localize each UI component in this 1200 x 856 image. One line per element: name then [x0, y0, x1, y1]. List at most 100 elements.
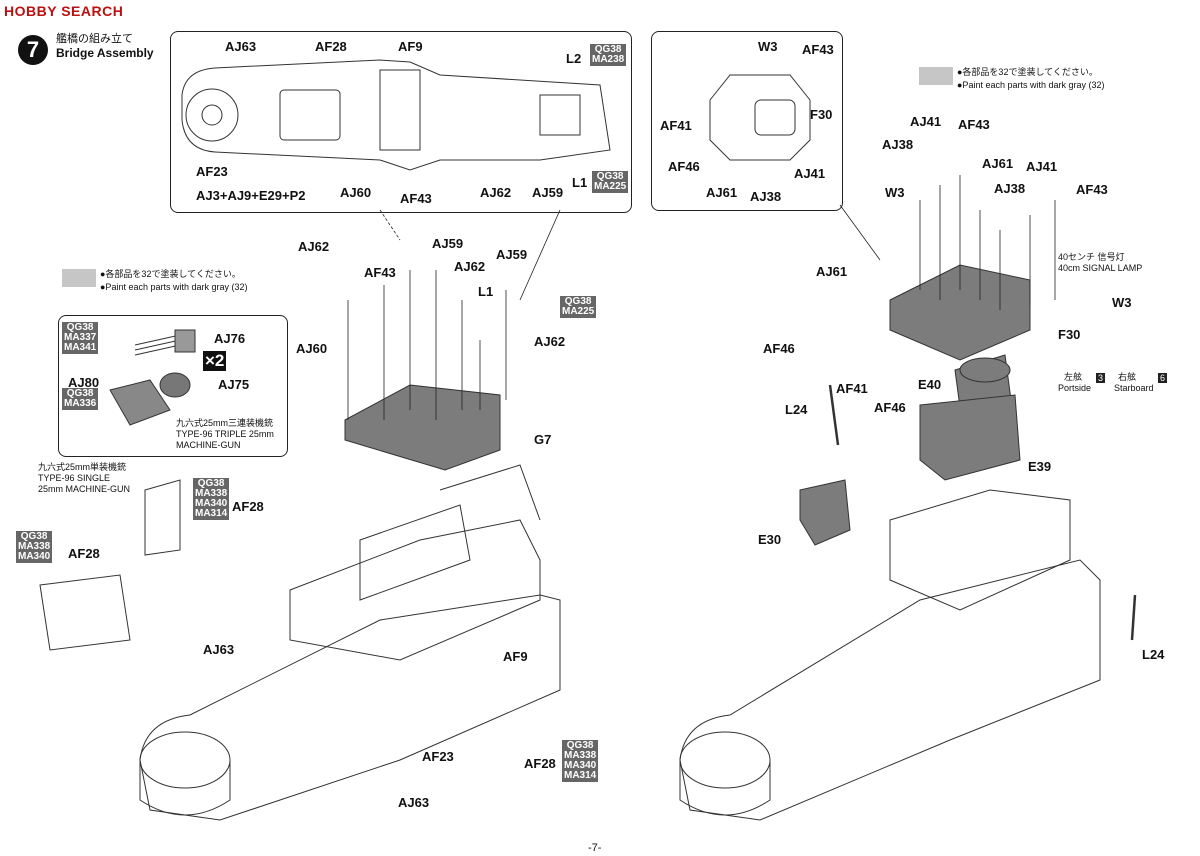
label-aj63-top: AJ63 — [225, 39, 257, 54]
label-aj62-a: AJ62 — [298, 239, 330, 254]
label-aj60-top: AJ60 — [340, 185, 372, 200]
label-l1-left: L1 — [478, 284, 494, 299]
paint-note-jp-right: ●各部品を32で塗装してください。 — [957, 67, 1098, 77]
label-f30-inset: F30 — [810, 107, 833, 122]
label-l2: L2 — [566, 51, 582, 66]
label-af9-top: AF9 — [398, 39, 423, 54]
label-aj63-bottom: AJ63 — [398, 795, 430, 810]
label-af46-r1: AF46 — [763, 341, 795, 356]
right-turret-barbette — [679, 731, 771, 789]
label-aj41-inset: AJ41 — [794, 166, 826, 181]
left-turret-barbette — [139, 731, 231, 789]
label-e30: E30 — [758, 532, 782, 547]
paint-note-en-right: ●Paint each parts with dark gray (32) — [957, 80, 1105, 90]
label-w3-inset: W3 — [758, 39, 778, 54]
signal-deck-plan — [709, 74, 811, 161]
label-g7: G7 — [534, 432, 552, 447]
l24-mast-right — [1130, 594, 1137, 641]
triple-mg-caption-jp: 九六式25mm三連装機銃 — [176, 418, 274, 428]
label-aj3-combo: AJ3+AJ9+E29+P2 — [196, 188, 306, 203]
label-af23-bottom: AF23 — [422, 749, 454, 764]
left-hull — [139, 594, 561, 821]
label-aj41-r2: AJ41 — [1026, 159, 1058, 174]
signal-lamp-jp: 40センチ 信号灯 — [1058, 252, 1125, 262]
label-af43-r2: AF43 — [1076, 182, 1108, 197]
step-number-badge: 7 — [18, 35, 48, 65]
label-af9-bottom: AF9 — [503, 649, 528, 664]
paint-note-jp-left: ●各部品を32で塗装してください。 — [100, 269, 241, 279]
portside-en: Portside — [1058, 383, 1092, 393]
single-mg-base — [39, 574, 131, 651]
bridge-deck-plan — [181, 59, 611, 171]
label-af28-top: AF28 — [315, 39, 347, 54]
left-superstructure — [289, 519, 541, 661]
label-e40: E40 — [918, 377, 942, 392]
inset-box-top-right — [651, 31, 843, 211]
paint-swatch-right — [919, 67, 953, 85]
label-aj61-r2: AJ61 — [816, 264, 848, 279]
portside-jp: 左舷 — [1064, 372, 1083, 382]
inset-box-triple-mg — [58, 315, 288, 457]
e39-wall — [919, 394, 1021, 481]
label-af43-r1: AF43 — [958, 117, 990, 132]
label-w3-r2: W3 — [1112, 295, 1132, 310]
single-mg-caption-jp: 九六式25mm単装機銃 — [38, 462, 127, 472]
label-aj62-c: AJ62 — [534, 334, 566, 349]
step-title-jp: 艦橋の組み立て — [56, 33, 133, 45]
starboard-num: 6 — [1158, 373, 1168, 383]
label-aj61-inset: AJ61 — [706, 185, 738, 200]
triple-mg-mount — [109, 379, 171, 426]
label-aj38-r2: AJ38 — [994, 181, 1026, 196]
label-aj59-b: AJ59 — [496, 247, 528, 262]
label-aj60-left: AJ60 — [296, 341, 328, 356]
label-aj59-a: AJ59 — [432, 236, 464, 251]
signal-lamp-en: 40cm SIGNAL LAMP — [1058, 263, 1143, 273]
label-aj38-r1: AJ38 — [882, 137, 914, 152]
label-aj62-top: AJ62 — [480, 185, 512, 200]
label-af28-left: AF28 — [68, 546, 100, 561]
label-e39: E39 — [1028, 459, 1052, 474]
label-af41-inset: AF41 — [660, 118, 692, 133]
label-af43-top: AF43 — [400, 191, 432, 206]
label-aj41-r1: AJ41 — [910, 114, 942, 129]
e30-shield — [799, 479, 851, 546]
label-l24-top: L24 — [785, 402, 808, 417]
starboard-en: Starboard — [1114, 383, 1154, 393]
label-af28-bottom: AF28 — [524, 756, 556, 771]
label-l24-bottom: L24 — [1142, 647, 1165, 662]
right-hull — [679, 559, 1101, 821]
label-aj61-r1: AJ61 — [982, 156, 1014, 171]
label-af23-top: AF23 — [196, 164, 228, 179]
step-title-en: Bridge Assembly — [56, 46, 154, 60]
portside-num: 3 — [1096, 373, 1106, 383]
label-af46-r2: AF46 — [874, 400, 906, 415]
single-mg-caption-en1: TYPE-96 SINGLE — [38, 473, 111, 483]
single-mg-caption-en2: 25mm MACHINE-GUN — [38, 484, 131, 494]
paint-note-en-left: ●Paint each parts with dark gray (32) — [100, 282, 248, 292]
label-aj59-top: AJ59 — [532, 185, 564, 200]
starboard-jp: 右舷 — [1118, 372, 1137, 382]
label-aj38-inset: AJ38 — [750, 189, 782, 204]
label-af46-inset: AF46 — [668, 159, 700, 174]
label-af43-left: AF43 — [364, 265, 396, 280]
multiplier-x2: ×2 — [203, 351, 227, 371]
paint-swatch-left — [62, 269, 96, 287]
page-number: -7- — [588, 842, 602, 854]
l24-mast-left — [828, 384, 840, 446]
label-aj75: AJ75 — [218, 377, 250, 392]
label-af28-mid: AF28 — [232, 499, 264, 514]
label-af41-right: AF41 — [836, 381, 868, 396]
triple-mg-caption-en2: MACHINE-GUN — [176, 440, 241, 450]
label-aj63-mid: AJ63 — [203, 642, 235, 657]
label-f30-right: F30 — [1058, 327, 1081, 342]
watermark-logo: HOBBY SEARCH — [4, 3, 124, 19]
